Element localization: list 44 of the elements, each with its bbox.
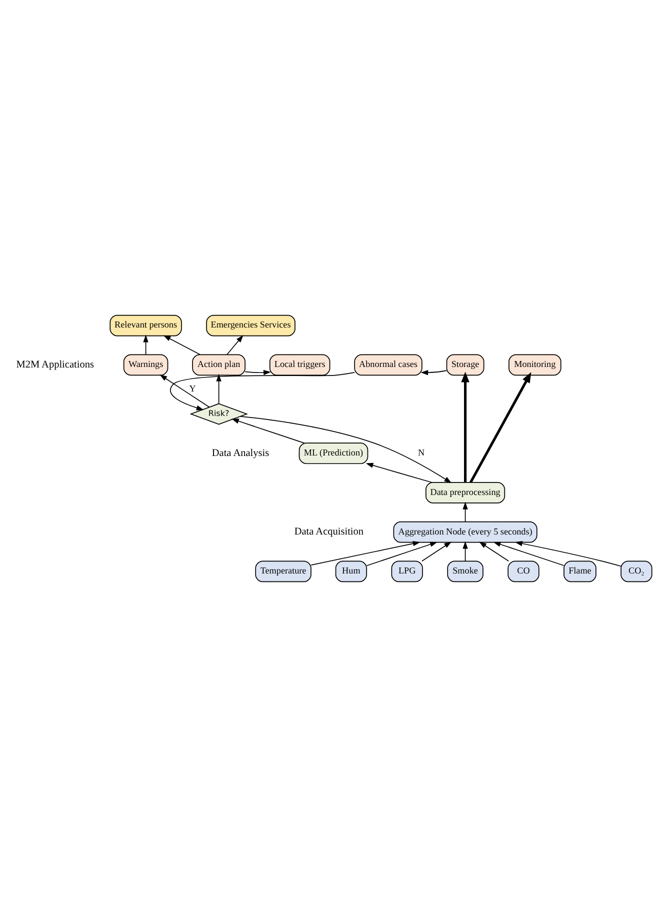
label: Data Acquisition — [294, 526, 364, 538]
arrow — [420, 370, 448, 376]
node-box: Warnings — [123, 354, 168, 376]
arrow — [143, 334, 148, 355]
arrow — [216, 374, 222, 404]
arrow — [479, 542, 510, 562]
arrow — [163, 335, 201, 356]
arrow — [470, 372, 532, 484]
node-box: Emergencies Services — [206, 314, 296, 336]
arrow — [366, 542, 438, 566]
node-box: Local triggers — [269, 354, 330, 376]
node-box: Data preprocessing — [426, 482, 506, 504]
arrow — [462, 541, 468, 562]
node-box: LPG — [391, 560, 423, 582]
arrow — [514, 541, 622, 567]
arrow — [310, 541, 420, 566]
node-box: CO — [508, 560, 540, 582]
arrow — [244, 370, 271, 376]
arrow — [231, 418, 305, 444]
arrow — [366, 462, 432, 483]
node-box: Action plan — [192, 354, 246, 376]
arrow — [422, 542, 452, 562]
label: Data Analysis — [212, 448, 270, 459]
node-box: Aggregation Node (every 5 seconds) — [393, 521, 538, 543]
label: M2M Applications — [16, 359, 94, 370]
edge-label: Y — [189, 384, 196, 394]
edge-label: N — [418, 448, 425, 458]
arrow — [240, 416, 452, 484]
node-box: Relevant persons — [110, 314, 182, 336]
arrow — [226, 335, 244, 355]
node-box: Abnormal cases — [354, 354, 422, 376]
arrow — [160, 374, 210, 408]
arrow — [493, 542, 564, 566]
node-box: Temperature — [255, 560, 312, 582]
node-box: Monitoring — [508, 354, 562, 376]
node-box: ML (Prediction) — [298, 442, 368, 464]
arrow — [461, 372, 470, 482]
node-box: Smoke — [447, 560, 484, 582]
arrow — [462, 502, 468, 522]
node-box: Hum — [335, 560, 368, 582]
arrow — [170, 372, 355, 410]
node-box: Flame — [564, 560, 596, 582]
node-box: CO₂ — [620, 560, 652, 582]
node-box: Storage — [446, 354, 484, 376]
